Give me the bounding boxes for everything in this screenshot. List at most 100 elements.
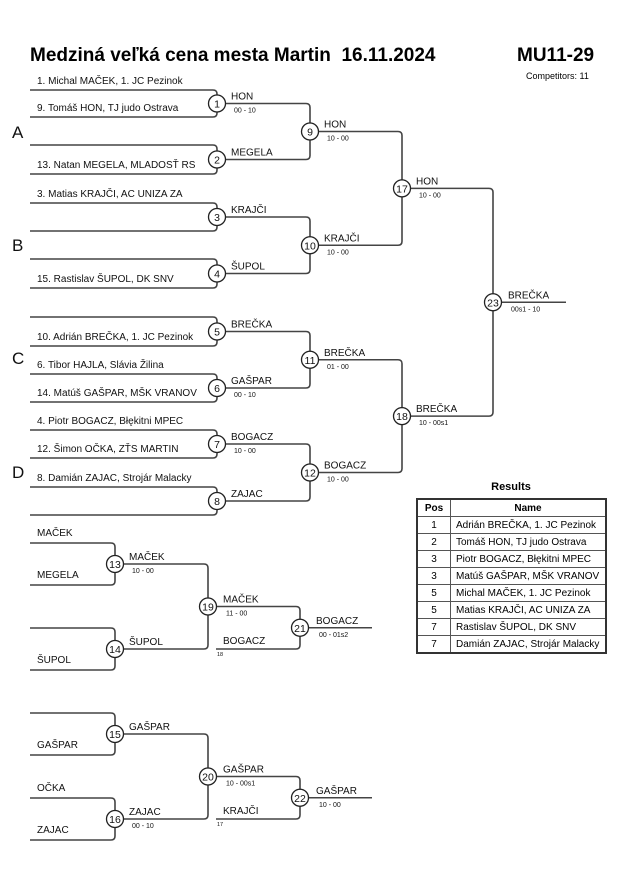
- winner-name: KRAJČI: [231, 203, 267, 216]
- competitors-count: Competitors: 11: [526, 71, 589, 81]
- match-score: 10 - 00: [234, 448, 256, 455]
- bronze-match-circle: [290, 788, 310, 807]
- competitor-name: 15. Rastislav ŠUPOL, DK SNV: [37, 272, 174, 285]
- repechage-name: OČKA: [37, 781, 66, 794]
- match-score: 10 - 00: [419, 192, 441, 199]
- final-connector: [410, 187, 494, 417]
- result-pos: 3: [416, 567, 451, 585]
- winner-name: BOGACZ: [316, 616, 358, 627]
- tournament-title: Medziná veľká cena mesta Martin 16.11.20…: [30, 45, 436, 66]
- round1-connector: [30, 202, 218, 232]
- result-pos: 7: [416, 635, 451, 654]
- winner-name: ŠUPOL: [231, 260, 265, 273]
- match-circle-label: 8: [214, 496, 220, 508]
- match-circle-label: 13: [109, 559, 121, 571]
- match-circle-label: 10: [304, 240, 316, 252]
- match-circle: [207, 378, 227, 398]
- match-score: 00 - 10: [132, 823, 154, 830]
- match-circle: [207, 322, 227, 341]
- winner-name: GAŠPAR: [316, 784, 357, 797]
- match-score: 10 - 00: [132, 568, 154, 575]
- repechage-name: ZAJAC: [37, 825, 69, 836]
- round1-connector: [30, 486, 218, 516]
- match-circle: [207, 491, 227, 511]
- winner-name: BREČKA: [416, 402, 457, 415]
- competitor-name: 14. Matúš GAŠPAR, MŠK VRANOV: [37, 386, 197, 399]
- results-title: Results: [491, 481, 531, 493]
- semifinal-loser-name: BOGACZ: [223, 636, 265, 647]
- competitor-name: 9. Tomáš HON, TJ judo Ostrava: [37, 103, 179, 114]
- match-circle: [105, 639, 125, 659]
- match-score: 10 - 00: [327, 136, 349, 143]
- match-score: 10 - 00s1: [226, 781, 255, 788]
- match-circle-label: 16: [109, 814, 121, 826]
- competitor-name: 6. Tibor HAJLA, Slávia Žilina: [37, 358, 164, 371]
- winner-name: ZAJAC: [231, 489, 263, 500]
- competitor-name: 3. Matias KRAJČI, AC UNIZA ZA: [37, 187, 183, 200]
- match-circle-label: 4: [214, 269, 220, 281]
- result-pos: 2: [416, 533, 451, 551]
- winner-name: KRAJČI: [324, 231, 360, 244]
- competitor-name: 12. Šimon OČKA, ZŤS MARTIN: [37, 442, 179, 455]
- match-circle-label: 7: [214, 439, 220, 451]
- result-name: Piotr BOGACZ, Błękitni MPEC: [450, 550, 607, 568]
- winner-name: BREČKA: [231, 318, 272, 331]
- source-match-number: 17: [217, 822, 223, 828]
- pool-label: C: [12, 349, 24, 368]
- results-header-pos: Pos: [416, 498, 451, 517]
- competitor-name: 1. Michal MAČEK, 1. JC Pezinok: [37, 74, 184, 87]
- repechage-name: MAČEK: [37, 526, 73, 539]
- competitor-name: 13. Natan MEGELA, MLADOSŤ RS: [37, 158, 196, 171]
- category-label: MU11-29: [517, 45, 595, 66]
- match-circle-label: 15: [109, 729, 121, 741]
- match-circle: [300, 122, 320, 141]
- result-pos: 5: [416, 601, 451, 619]
- winner-name: GAŠPAR: [223, 763, 264, 776]
- result-name: Michal MAČEK, 1. JC Pezinok: [450, 584, 607, 602]
- match-circle-label: 6: [214, 383, 220, 395]
- pool-label: A: [12, 123, 24, 142]
- semi-connector: [318, 130, 403, 247]
- pool-label: D: [12, 463, 24, 482]
- match-circle-label: 20: [202, 772, 214, 784]
- bronze-match-circle-label: 22: [294, 793, 306, 805]
- match-score: 00 - 10: [234, 108, 256, 115]
- match-score: 00 - 01s2: [319, 632, 348, 639]
- match-circle: [207, 94, 227, 113]
- match-circle-label: 1: [214, 99, 220, 111]
- match-circle-label: 19: [202, 602, 214, 614]
- match-circle: [300, 463, 320, 482]
- winner-name: MEGELA: [231, 148, 273, 159]
- bronze-match-circle: [290, 618, 310, 637]
- match-circle-label: 18: [396, 411, 408, 423]
- match-circle-label: 17: [396, 183, 408, 195]
- competitor-name: 4. Piotr BOGACZ, Błękitni MPEC: [37, 416, 183, 427]
- winner-name: ŠUPOL: [129, 635, 163, 648]
- match-circle-label: 11: [305, 355, 316, 367]
- match-circle: [105, 809, 125, 829]
- source-match-number: 18: [217, 652, 223, 658]
- winner-name: BOGACZ: [231, 432, 273, 443]
- match-circle-label: 9: [307, 127, 313, 139]
- match-circle: [300, 350, 320, 369]
- competitor-name: 10. Adrián BREČKA, 1. JC Pezinok: [37, 330, 194, 343]
- result-pos: 7: [416, 618, 451, 636]
- winner-name: GAŠPAR: [129, 720, 170, 733]
- repechage-name: MEGELA: [37, 570, 79, 581]
- results-header-row: Pos Name: [416, 498, 607, 517]
- match-circle: [207, 264, 227, 283]
- winner-name: HON: [324, 120, 346, 131]
- repechage-name: GAŠPAR: [37, 738, 78, 751]
- result-name: Rastislav ŠUPOL, DK SNV: [450, 618, 607, 636]
- result-name: Tomáš HON, TJ judo Ostrava: [450, 533, 607, 551]
- match-circle: [105, 554, 125, 574]
- repechage-name: ŠUPOL: [37, 653, 71, 666]
- winner-name: BOGACZ: [324, 461, 366, 472]
- winner-name: HON: [416, 176, 438, 187]
- match-score: 00s1 - 10: [511, 306, 540, 313]
